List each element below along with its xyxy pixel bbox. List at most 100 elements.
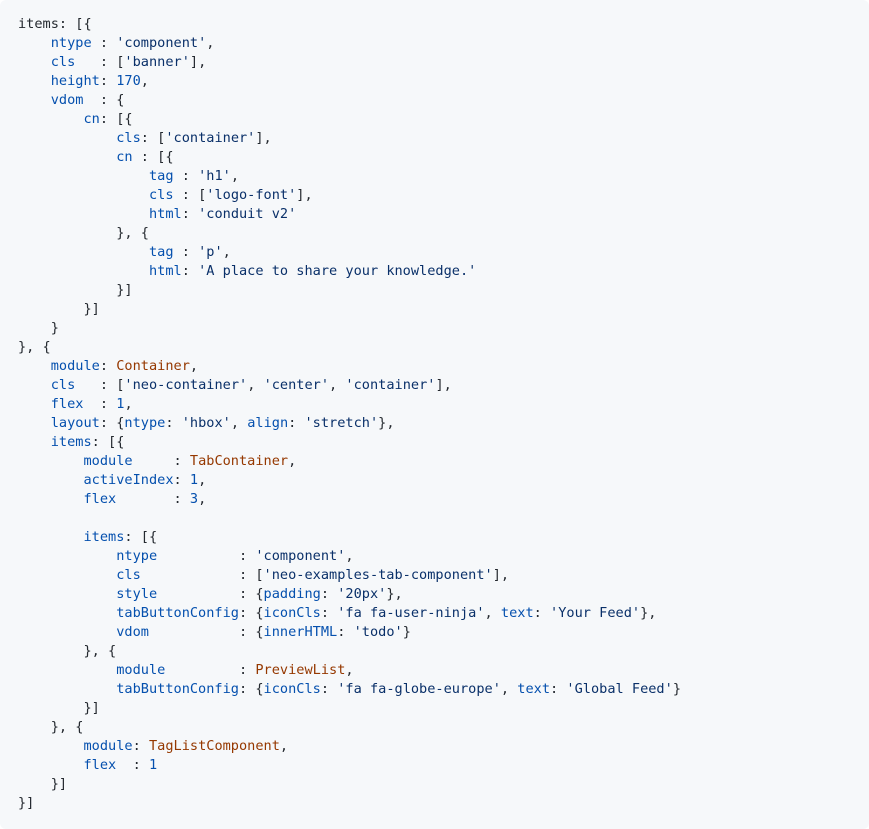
code-text: : bbox=[181, 206, 199, 222]
code-text: , bbox=[206, 35, 215, 51]
code-text bbox=[18, 149, 116, 165]
code-text: : bbox=[320, 605, 338, 621]
code-line: }, { bbox=[18, 338, 851, 357]
code-text: : bbox=[173, 244, 199, 260]
code-line: }] bbox=[18, 300, 851, 319]
code-line: cn: [{ bbox=[18, 110, 851, 129]
code-line: } bbox=[18, 319, 851, 338]
code-text bbox=[18, 92, 51, 108]
code-line: tabButtonConfig: {iconCls: 'fa fa-globe-… bbox=[18, 680, 851, 699]
code-text: : [ bbox=[140, 130, 166, 146]
code-text bbox=[18, 453, 83, 469]
code-string: 'neo-container' bbox=[124, 377, 248, 393]
code-text: ], bbox=[296, 187, 313, 203]
code-text: : { bbox=[83, 92, 125, 108]
code-text: , bbox=[222, 244, 231, 260]
code-string: '20px' bbox=[337, 586, 387, 602]
code-line: layout: {ntype: 'hbox', align: 'stretch'… bbox=[18, 414, 851, 433]
code-text: , bbox=[230, 168, 240, 184]
code-text: }, bbox=[386, 586, 403, 602]
code-text bbox=[18, 434, 51, 450]
code-text bbox=[18, 681, 116, 697]
code-line: cls : ['banner'], bbox=[18, 53, 851, 72]
code-string: 'stretch' bbox=[304, 415, 379, 431]
code-line: ntype : 'component', bbox=[18, 547, 851, 566]
code-key: align bbox=[247, 415, 289, 431]
code-text: }] bbox=[18, 282, 133, 298]
code-key: html bbox=[148, 263, 182, 279]
code-key: tabButtonConfig bbox=[116, 681, 239, 697]
code-text: : [{ bbox=[91, 434, 125, 450]
code-text bbox=[18, 605, 116, 621]
code-key: padding bbox=[263, 586, 321, 602]
code-text: : [ bbox=[140, 567, 264, 583]
code-line: cn : [{ bbox=[18, 148, 851, 167]
code-text: , bbox=[198, 472, 207, 488]
code-text: : bbox=[320, 586, 338, 602]
code-text: ], bbox=[435, 377, 452, 393]
code-text bbox=[18, 567, 116, 583]
code-key: cls bbox=[50, 377, 76, 393]
code-text: }] bbox=[18, 795, 35, 811]
code-line: height: 170, bbox=[18, 72, 851, 91]
code-text bbox=[18, 35, 51, 51]
code-text: : { bbox=[238, 605, 264, 621]
code-string: 'component' bbox=[255, 548, 346, 564]
code-line: cls: ['container'], bbox=[18, 129, 851, 148]
code-line: flex : 3, bbox=[18, 490, 851, 509]
code-text: , bbox=[345, 548, 354, 564]
code-string: 'neo-examples-tab-component' bbox=[263, 567, 493, 583]
code-text: } bbox=[402, 624, 411, 640]
code-key: module bbox=[116, 662, 166, 678]
code-key: tabButtonConfig bbox=[116, 605, 239, 621]
code-text bbox=[18, 130, 116, 146]
code-text: }] bbox=[18, 700, 100, 716]
code-text: : [ bbox=[75, 377, 125, 393]
code-text bbox=[18, 206, 149, 222]
code-string: 'component' bbox=[116, 35, 207, 51]
code-text: , bbox=[345, 662, 354, 678]
code-line: flex : 1, bbox=[18, 395, 851, 414]
code-key: html bbox=[148, 206, 182, 222]
code-text bbox=[18, 415, 51, 431]
code-text: , bbox=[279, 738, 289, 754]
code-key: tag bbox=[148, 244, 174, 260]
code-text: items: [{ bbox=[18, 16, 92, 32]
code-line: }, { bbox=[18, 642, 851, 661]
code-key: module bbox=[83, 453, 133, 469]
code-key: items bbox=[50, 434, 92, 450]
code-text: : { bbox=[99, 415, 125, 431]
code-text: : bbox=[116, 757, 149, 773]
code-text: : bbox=[288, 415, 305, 431]
code-text: }] bbox=[18, 776, 68, 792]
code-string: 'p' bbox=[198, 244, 223, 260]
code-text: : [{ bbox=[124, 529, 158, 545]
code-string: 'todo' bbox=[353, 624, 403, 640]
code-text: : bbox=[320, 681, 338, 697]
code-identifier: TabContainer bbox=[189, 453, 289, 469]
code-text bbox=[18, 168, 149, 184]
code-line: tabButtonConfig: {iconCls: 'fa fa-user-n… bbox=[18, 604, 851, 623]
code-line: module: TagListComponent, bbox=[18, 737, 851, 756]
code-line: }, { bbox=[18, 718, 851, 737]
code-key: innerHTML bbox=[263, 624, 338, 640]
code-text bbox=[18, 187, 149, 203]
code-line: cls : ['neo-container', 'center', 'conta… bbox=[18, 376, 851, 395]
code-text bbox=[18, 54, 51, 70]
code-text: ], bbox=[189, 54, 207, 70]
code-text: }] bbox=[18, 301, 100, 317]
code-number: 1 bbox=[116, 396, 125, 412]
code-key: ntype bbox=[116, 548, 158, 564]
code-text: : bbox=[132, 738, 149, 754]
code-line: cls : ['neo-examples-tab-component'], bbox=[18, 566, 851, 585]
code-text: , bbox=[189, 358, 199, 374]
code-key: cls bbox=[148, 187, 174, 203]
code-text: , bbox=[500, 681, 518, 697]
code-line: html: 'conduit v2' bbox=[18, 205, 851, 224]
code-text: }, { bbox=[18, 339, 51, 355]
code-string: 'container' bbox=[165, 130, 256, 146]
code-string: 'center' bbox=[263, 377, 330, 393]
code-string: 'logo-font' bbox=[206, 187, 297, 203]
code-text: : [{ bbox=[99, 111, 133, 127]
